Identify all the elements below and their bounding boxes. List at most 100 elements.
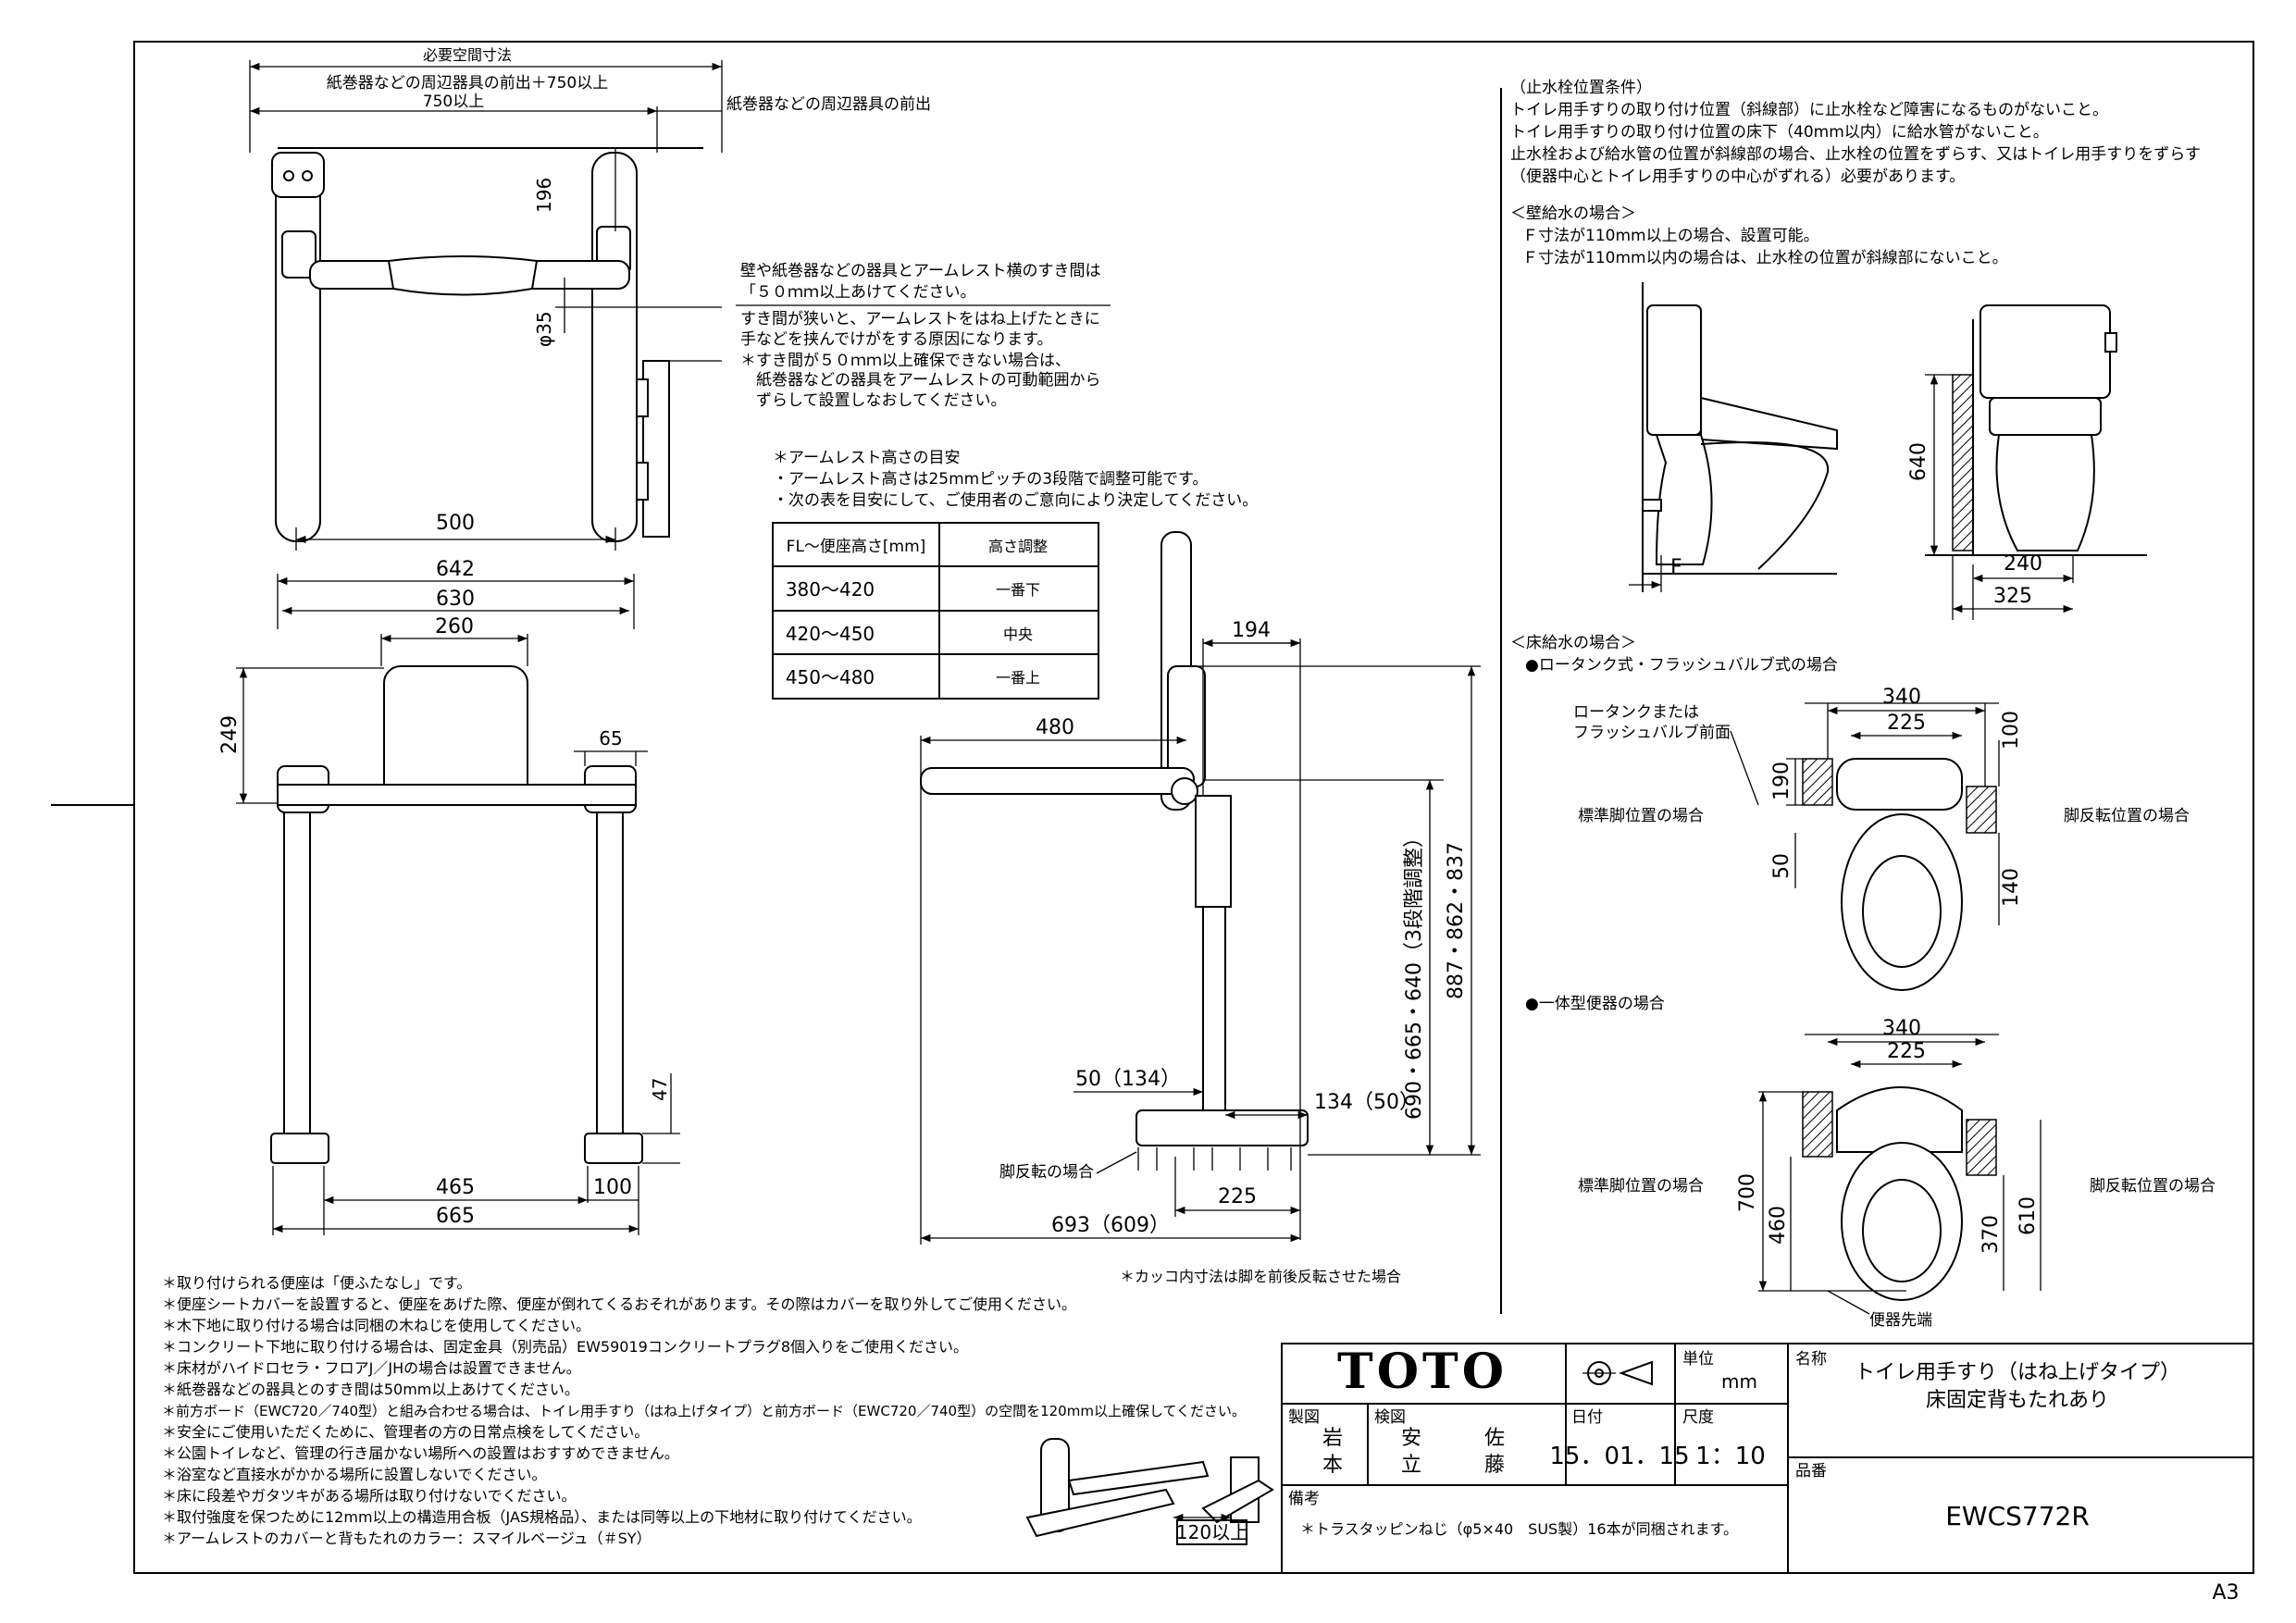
product-name-1: トイレ用手すり（はね上げタイプ） [1855,1361,2180,1384]
left-post [283,812,311,1137]
scale-value: 1：10 [1695,1443,1766,1470]
svg-text:＊便座シートカバーを設置すると、便座をあげた際、便座が倒れて: ＊便座シートカバーを設置すると、便座をあげた際、便座が倒れてくるおそれがあります… [162,1295,1076,1313]
svg-text:止水栓および給水管の位置が斜線部の場合、止水栓の位置をずらす: 止水栓および給水管の位置が斜線部の場合、止水栓の位置をずらす、又はトイレ用手すり… [1510,145,2201,164]
dim-750-min: 750以上 [423,93,484,111]
dim-194: 194 [1232,619,1271,642]
svg-text:＊アームレストのカバーと背もたれのカラー：スマイルベージュ（: ＊アームレストのカバーと背もたれのカラー：スマイルベージュ（＃SY） [162,1530,652,1547]
table-cell: 380～420 [786,578,875,601]
dim-100-floor: 100 [2000,711,2023,750]
dim-100: 100 [593,1176,632,1199]
combo-illustration: 120以上 [1025,1438,1274,1545]
svg-text:岩: 岩 [1322,1427,1343,1450]
dim-642: 642 [436,558,475,581]
svg-text:佐: 佐 [1484,1427,1505,1450]
table-cell: 420～450 [786,623,875,645]
dim-325: 325 [1993,585,2032,608]
drafted-label: 製図 [1288,1408,1320,1427]
svg-text:＊前方ボード（EWC720／740型）と組み合わせる場合は、: ＊前方ボード（EWC720／740型）と組み合わせる場合は、トイレ用手すり（はね… [162,1403,1246,1419]
height-table: FL～便座高さ[mm] 高さ調整 380～420 一番下 420～450 中央 … [772,522,1099,700]
remarks-label: 備考 [1288,1490,1320,1508]
svg-text:本: 本 [1322,1454,1343,1477]
one-piece-title: ●一体型便器の場合 [1525,995,1665,1013]
svg-text:すき間が狭いと、アームレストをはね上げたときに: すき間が狭いと、アームレストをはね上げたときに [740,310,1100,328]
bowl-tip-label: 便器先端 [1869,1311,1932,1330]
hatched-left-floor [1802,758,1833,806]
remarks: ＊トラスタッピンねじ（φ5×40 SUS製）16本が同梱されます。 [1300,1520,1738,1538]
right-post [596,812,624,1137]
dim-F: F [1670,556,1682,579]
dim-370: 370 [1980,1215,2003,1254]
checked-label: 検図 [1374,1408,1406,1427]
combo-dim: 120以上 [1176,1521,1248,1543]
svg-text:＊木下地に取り付ける場合は同梱の木ねじを使用してください。: ＊木下地に取り付ける場合は同梱の木ねじを使用してください。 [162,1317,590,1334]
svg-text:「５０ｍｍ以上あけてください。: 「５０ｍｍ以上あけてください。 [740,283,976,302]
dim-610: 610 [2017,1196,2040,1235]
side-view: 194 480 887・862・837 690・665・640（3段階調整） 5… [920,531,1481,1285]
svg-text:トイレ用手すりの取り付け位置の床下（40mm以内）に給水管が: トイレ用手すりの取り付け位置の床下（40mm以内）に給水管がないこと。 [1510,123,2049,142]
svg-text:フラッシュバルブ前面: フラッシュバルブ前面 [1573,723,1731,742]
dim-50: 50 [1770,853,1793,879]
svg-text:・アームレスト高さは25mmピッチの3段階で調整可能です。: ・アームレスト高さは25mmピッチの3段階で調整可能です。 [773,470,1208,489]
unit-label: 単位 [1682,1350,1714,1369]
dim-phi35: φ35 [533,311,555,347]
svg-text:＊床材がハイドロセラ・フロアJ／JHの場合は設置できません。: ＊床材がハイドロセラ・フロアJ／JHの場合は設置できません。 [162,1359,581,1377]
svg-text:＊公園トイレなど、管理の行き届かない場所への設置はおすすめで: ＊公園トイレなど、管理の行き届かない場所への設置はおすすめできません。 [162,1444,679,1462]
dim-190: 190 [1770,762,1793,800]
svg-text:＊コンクリート下地に取り付ける場合は、固定金具（別売品）EW: ＊コンクリート下地に取り付ける場合は、固定金具（別売品）EW59019コンクリー… [162,1338,968,1356]
right-foot [584,1133,643,1164]
dim-480: 480 [1036,716,1074,739]
svg-text:Ｆ寸法が110mm以上の場合、設置可能。: Ｆ寸法が110mm以上の場合、設置可能。 [1522,227,1819,245]
svg-text:＊床に段差やガタツキがある場所は取り付けないでください。: ＊床に段差やガタツキがある場所は取り付けないでください。 [162,1487,577,1505]
height-notes: ＊アームレスト高さの目安 ・アームレスト高さは25mmピッチの3段階で調整可能で… [773,449,1258,510]
hatched-right-one-piece [1966,1119,1997,1176]
standard-pos-label-2: 標準脚位置の場合 [1578,1177,1704,1196]
product-name-2: 床固定背もたれあり [1926,1389,2109,1412]
svg-text:・次の表を目安にして、ご使用者のご意向により決定してください: ・次の表を目安にして、ご使用者のご意向により決定してください。 [773,490,1258,510]
left-armrest-top [275,152,321,542]
unit-value: mm [1721,1370,1757,1393]
left-foot [270,1133,329,1164]
dim-340: 340 [1882,686,1921,709]
title-block: TOTO 単位 mm 名称 トイレ用手すり（はね上げタイプ） 床固定背もたれあり… [1281,1343,2254,1574]
dim-249: 249 [218,715,242,754]
dim-500: 500 [436,512,475,535]
dim-225-floor: 225 [1887,712,1926,735]
dim-693-609: 693（609） [1051,1214,1170,1237]
top-view: 必要空間寸法 紙巻器などの周辺器具の前出＋750以上 750以上 紙巻器などの周… [249,46,931,551]
side-post [1202,906,1226,1116]
dim-640: 640 [1907,442,1930,481]
front-view: 642 630 260 249 65 47 465 [218,558,680,1235]
sheet-size: A3 [2212,1581,2239,1604]
side-post-upper [1195,795,1232,908]
reverse-foot-label: 脚反転の場合 [999,1163,1094,1182]
table-header-adjust: 高さ調整 [988,538,1048,555]
dim-65: 65 [599,727,622,750]
svg-text:＊安全にご使用いただくために、管理者の方の日常点検をしてくだ: ＊安全にご使用いただくために、管理者の方の日常点検をしてください。 [162,1423,649,1441]
svg-text:藤: 藤 [1484,1454,1505,1477]
wall-supply-title: ＜壁給水の場合＞ [1510,204,1636,223]
dim-196: 196 [533,178,555,213]
dim-340-one-piece: 340 [1882,1017,1921,1040]
svg-text:＊アームレスト高さの目安: ＊アームレスト高さの目安 [773,449,960,467]
svg-text:ロータンクまたは: ロータンクまたは [1573,703,1699,722]
dim-690-665-640: 690・665・640（3段階調整） [1403,827,1426,1120]
dim-240: 240 [2004,552,2042,576]
low-tank-title: ●ロータンク式・フラッシュバルブ式の場合 [1525,655,1838,675]
svg-text:壁や紙巻器などの器具とアームレスト横のすき間は: 壁や紙巻器などの器具とアームレスト横のすき間は [740,262,1100,280]
dim-665: 665 [436,1205,475,1228]
svg-text:＊すき間が５０ｍｍ以上確保できない場合は、: ＊すき間が５０ｍｍ以上確保できない場合は、 [740,352,1071,370]
dim-225-one-piece: 225 [1887,1040,1926,1063]
table-cell: 一番上 [996,669,1040,687]
dim-225: 225 [1218,1185,1257,1208]
svg-text:トイレ用手すりの取り付け位置（斜線部）に止水栓など障害になる: トイレ用手すりの取り付け位置（斜線部）に止水栓など障害になるものがないこと。 [1510,101,2108,119]
svg-text:＊浴室など直接水がかかる場所に設置しないでください。: ＊浴室など直接水がかかる場所に設置しないでください。 [162,1466,547,1483]
peripheral-label: 紙巻器などの周辺器具の前出 [726,95,931,114]
dim-134-50: 134（50） [1314,1091,1420,1114]
dim-peripheral-plus-750: 紙巻器などの周辺器具の前出＋750以上 [327,74,608,93]
hatched-left-one-piece [1802,1091,1833,1158]
svg-text:手などを挟んでけがをする原因になります。: 手などを挟んでけがをする原因になります。 [740,330,1052,349]
dim-700: 700 [1736,1173,1759,1212]
date-label: 日付 [1571,1408,1603,1427]
sheet-border [133,41,2254,1574]
